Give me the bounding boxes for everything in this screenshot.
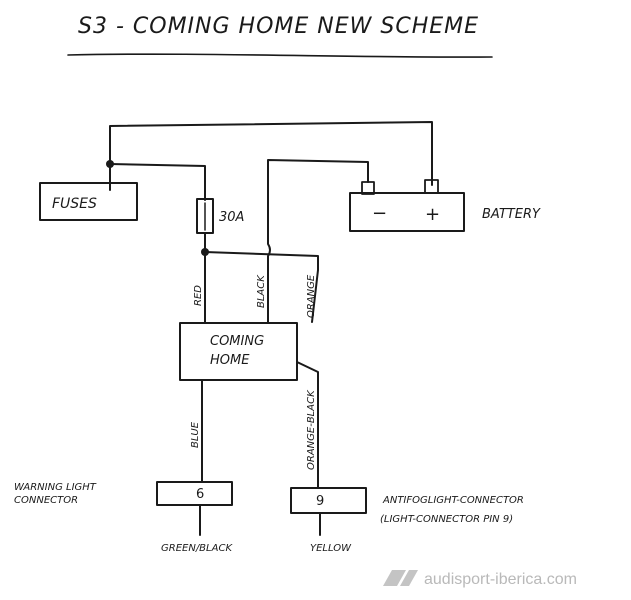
warning-connector-pin: 6 [196,487,204,502]
battery-plus-symbol: + [425,204,440,225]
title-underline [67,53,493,58]
watermark: audisport-iberica.com [383,570,577,588]
wire-orange-branch [204,251,319,323]
antifog-connector [290,487,367,514]
wire-fuses-to-30a [109,163,206,201]
wire-black-from-battery [267,159,369,323]
antifog-label-line1: ANTIFOGLIGHT-CONNECTOR [382,495,524,506]
module-label-line2: HOME [210,353,250,368]
wire-label-yellow: YELLOW [310,543,352,554]
wire-label-red: RED [193,285,204,306]
antifog-connector-pin: 9 [316,494,324,509]
warning-label-line2: CONNECTOR [14,495,78,506]
wire-label-orange: ORANGE [306,274,317,318]
fuses-box [39,182,138,221]
warning-label-line1: WARNING LIGHT [14,482,97,493]
diagram-title: S3 - COMING HOME NEW SCHEME [78,14,479,39]
battery-label: BATTERY [482,207,541,222]
battery-plus-terminal [424,179,439,194]
fuse-30a-label: 30A [219,210,244,225]
wire-orange-black [296,361,319,489]
wire-label-orange-black: ORANGE-BLACK [306,389,317,470]
coming-home-module [179,322,298,381]
module-label-line1: COMING [210,334,264,349]
watermark-text: audisport-iberica.com [424,571,577,588]
wire-label-green-black: GREEN/BLACK [161,543,233,554]
battery-minus-symbol: − [372,203,387,224]
watermark-logo-icon [383,570,418,586]
warning-light-connector [156,481,233,506]
wire-label-black: BLACK [256,274,267,308]
wire-main-bus [109,121,433,191]
wire-label-blue: BLUE [190,421,201,448]
antifog-label-line2: (LIGHT-CONNECTOR PIN 9) [380,514,513,525]
fuses-label: FUSES [52,196,97,212]
battery-box [349,192,465,232]
